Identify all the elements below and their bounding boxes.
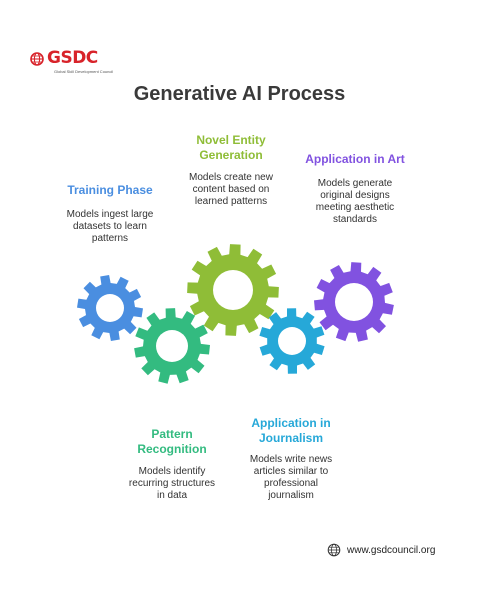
brand-tagline: Global Skill Development Council <box>54 69 114 74</box>
footer-url[interactable]: www.gsdcouncil.org <box>347 544 436 556</box>
journalism-heading: Application in Journalism <box>251 416 331 445</box>
pattern-recognition-desc: Models identify recurring structures in … <box>128 466 216 501</box>
training-phase-heading: Training Phase <box>67 183 153 197</box>
gear-novel-entity-generation <box>187 244 279 336</box>
page-title: Generative AI Process <box>133 83 346 105</box>
gear-pattern-hub <box>156 330 188 362</box>
gear-training-hub <box>96 294 124 322</box>
art-desc: Models generate original designs meeting… <box>315 178 395 225</box>
pattern-recognition-heading: Pattern Recognition <box>137 427 207 456</box>
gear-journalism-hub <box>278 327 306 355</box>
gear-application-art <box>314 262 394 342</box>
gsdc-logo: GSDC Global Skill Development Council <box>30 48 113 74</box>
novel-entity-desc: Models create new content based on learn… <box>189 172 273 207</box>
novel-entity-heading: Novel Entity Generation <box>196 133 266 162</box>
journalism-desc: Models write news articles similar to pr… <box>249 454 333 501</box>
gear-art-hub <box>335 283 373 321</box>
footer: www.gsdcouncil.org <box>327 543 435 557</box>
gear-training-phase <box>77 275 143 341</box>
brand-name: GSDC <box>47 48 98 68</box>
globe-logo-icon <box>30 51 44 66</box>
art-heading: Application in Art <box>305 152 405 166</box>
gear-pattern-recognition <box>134 308 210 384</box>
training-phase-desc: Models ingest large datasets to learn pa… <box>66 209 154 244</box>
globe-icon <box>327 543 341 557</box>
gear-application-journalism <box>259 308 325 374</box>
gear-novel-hub <box>213 270 253 310</box>
